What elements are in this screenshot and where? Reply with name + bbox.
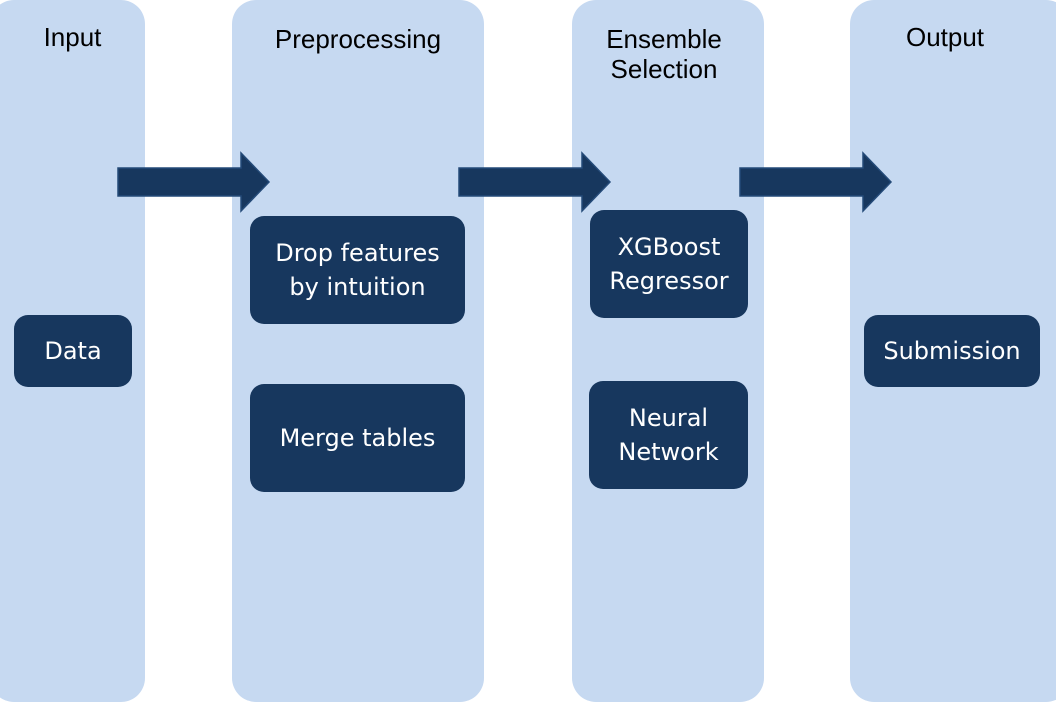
node-drop-features: Drop features by intuition <box>250 216 465 324</box>
arrow-ensemble-to-output-icon <box>739 151 893 213</box>
arrow-preprocessing-to-ensemble-icon <box>458 151 612 213</box>
column-title-output: Output <box>905 22 985 52</box>
column-title-ensemble-selection: Ensemble Selection <box>606 24 722 84</box>
node-merge-tables: Merge tables <box>250 384 465 492</box>
node-data: Data <box>14 315 132 387</box>
column-title-preprocessing: Preprocessing <box>274 24 442 54</box>
node-xgboost-regressor: XGBoost Regressor <box>590 210 748 318</box>
column-title-input: Input <box>43 22 102 52</box>
node-neural-network: Neural Network <box>589 381 748 489</box>
column-preprocessing: Preprocessing <box>232 0 484 702</box>
column-ensemble-selection: Ensemble Selection <box>572 0 764 702</box>
node-submission: Submission <box>864 315 1040 387</box>
arrow-input-to-preprocessing-icon <box>117 151 271 213</box>
